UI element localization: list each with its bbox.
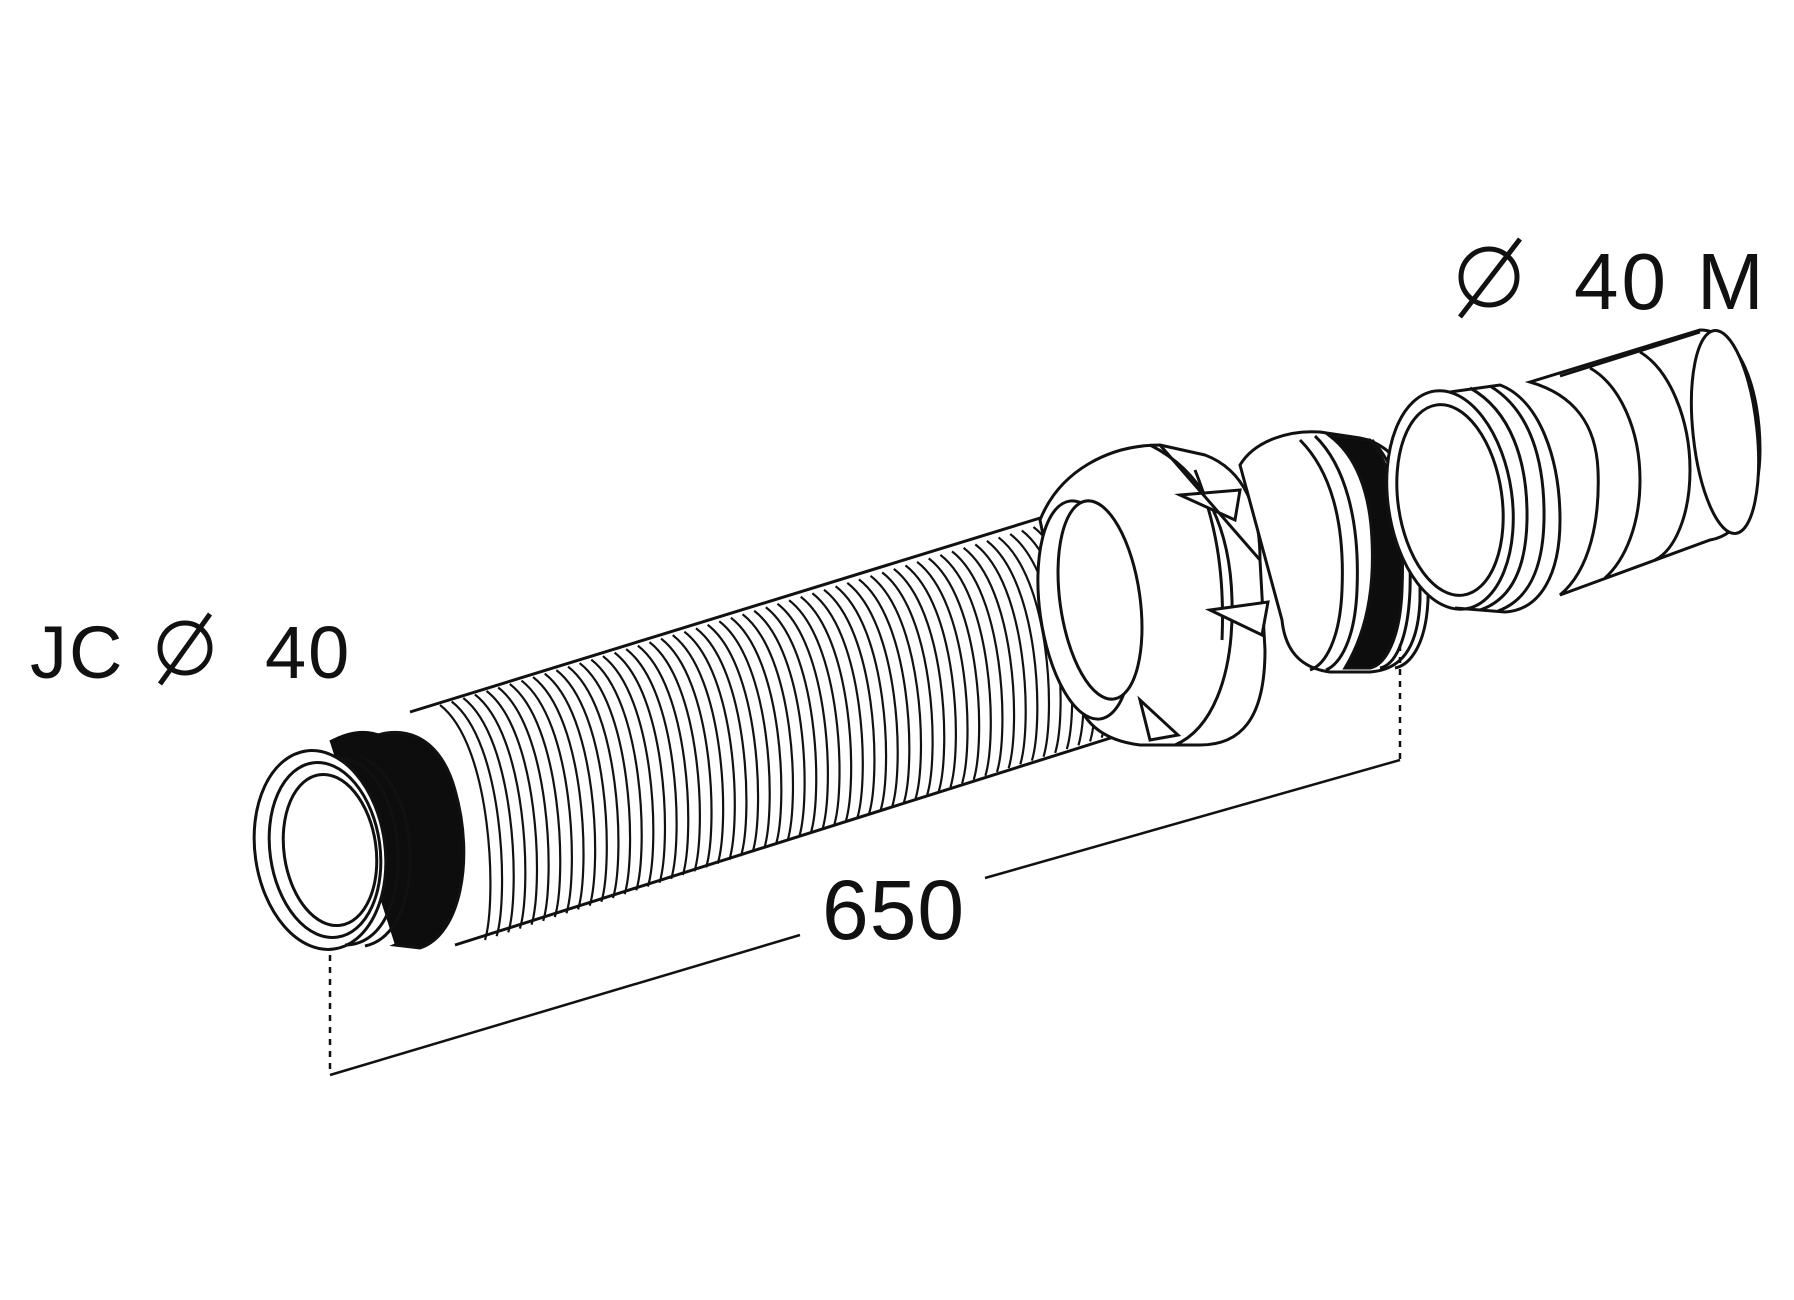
hose-ridge — [695, 627, 748, 857]
hose-ridge — [904, 564, 957, 788]
hose-ridge — [485, 690, 539, 926]
hose-ridge — [567, 665, 620, 899]
hose-ridge — [637, 644, 690, 876]
hose-ridge — [706, 623, 760, 853]
hose-ridge — [590, 658, 643, 891]
hose-ridge — [834, 585, 888, 811]
dimension-line-right — [984, 758, 1401, 880]
hose-ridge — [730, 616, 783, 845]
hose-ridge — [532, 676, 585, 910]
hose-ridge — [928, 557, 981, 780]
hose-ridge — [765, 606, 818, 834]
outlet-diameter-value: 40 — [1574, 237, 1669, 326]
diameter-symbol-icon — [1450, 235, 1546, 322]
inlet-prefix: JC — [30, 611, 125, 694]
hose-ridge — [555, 669, 608, 903]
hose-ridge — [625, 648, 678, 880]
hose-ridge — [823, 588, 876, 815]
hose-ridge — [520, 679, 573, 914]
length-dimension-value: 650 — [822, 863, 966, 957]
hose-ridge — [544, 672, 597, 906]
inlet-diameter-label: JC 40 — [30, 612, 351, 690]
dimension-line-left — [329, 933, 801, 1077]
inlet-diameter-value: 40 — [265, 611, 352, 694]
hose-ridge — [602, 655, 655, 887]
left-end-fitting — [252, 730, 466, 951]
hose-ridge — [660, 637, 713, 868]
hose-ridge — [811, 592, 864, 819]
hose-ridge — [497, 686, 550, 922]
hose-ridge — [881, 571, 934, 796]
hose-ridge — [800, 595, 853, 822]
hose-ridge — [753, 609, 806, 838]
hose-ridge — [648, 641, 701, 872]
hose-ridge — [450, 700, 504, 937]
hose-ridge — [962, 547, 1016, 769]
hose-ridge — [474, 693, 527, 929]
hose-ridge — [462, 697, 515, 933]
loose-ring — [1385, 383, 1562, 614]
hose-ridge — [916, 561, 969, 784]
outlet-suffix: M — [1696, 237, 1767, 326]
hose-ridge — [986, 540, 1039, 761]
hose-ridge — [893, 567, 946, 792]
hose-ridge — [846, 581, 899, 807]
hose-ridges — [439, 512, 1132, 941]
hose-ridge — [869, 574, 922, 800]
hose-ridge — [939, 554, 992, 777]
hose-ridge — [741, 613, 794, 842]
hose-ridge — [509, 683, 562, 918]
hose-ridge — [776, 602, 829, 830]
outlet-tube — [1524, 328, 1762, 597]
hose-ridge — [439, 704, 492, 941]
hose-ridge — [951, 550, 1004, 773]
hose-ridge — [683, 630, 736, 861]
hose-ridge — [788, 599, 841, 826]
hose-ridge — [858, 578, 911, 803]
dimension-lines — [328, 645, 1402, 1077]
hose-ridge — [613, 651, 667, 884]
hose-ridge — [718, 620, 771, 849]
hose-ridge — [578, 662, 632, 895]
diameter-symbol-icon — [150, 612, 239, 690]
hose-ridge — [672, 634, 725, 864]
coupling-nut — [1036, 443, 1270, 747]
hose-ridge — [974, 543, 1027, 765]
